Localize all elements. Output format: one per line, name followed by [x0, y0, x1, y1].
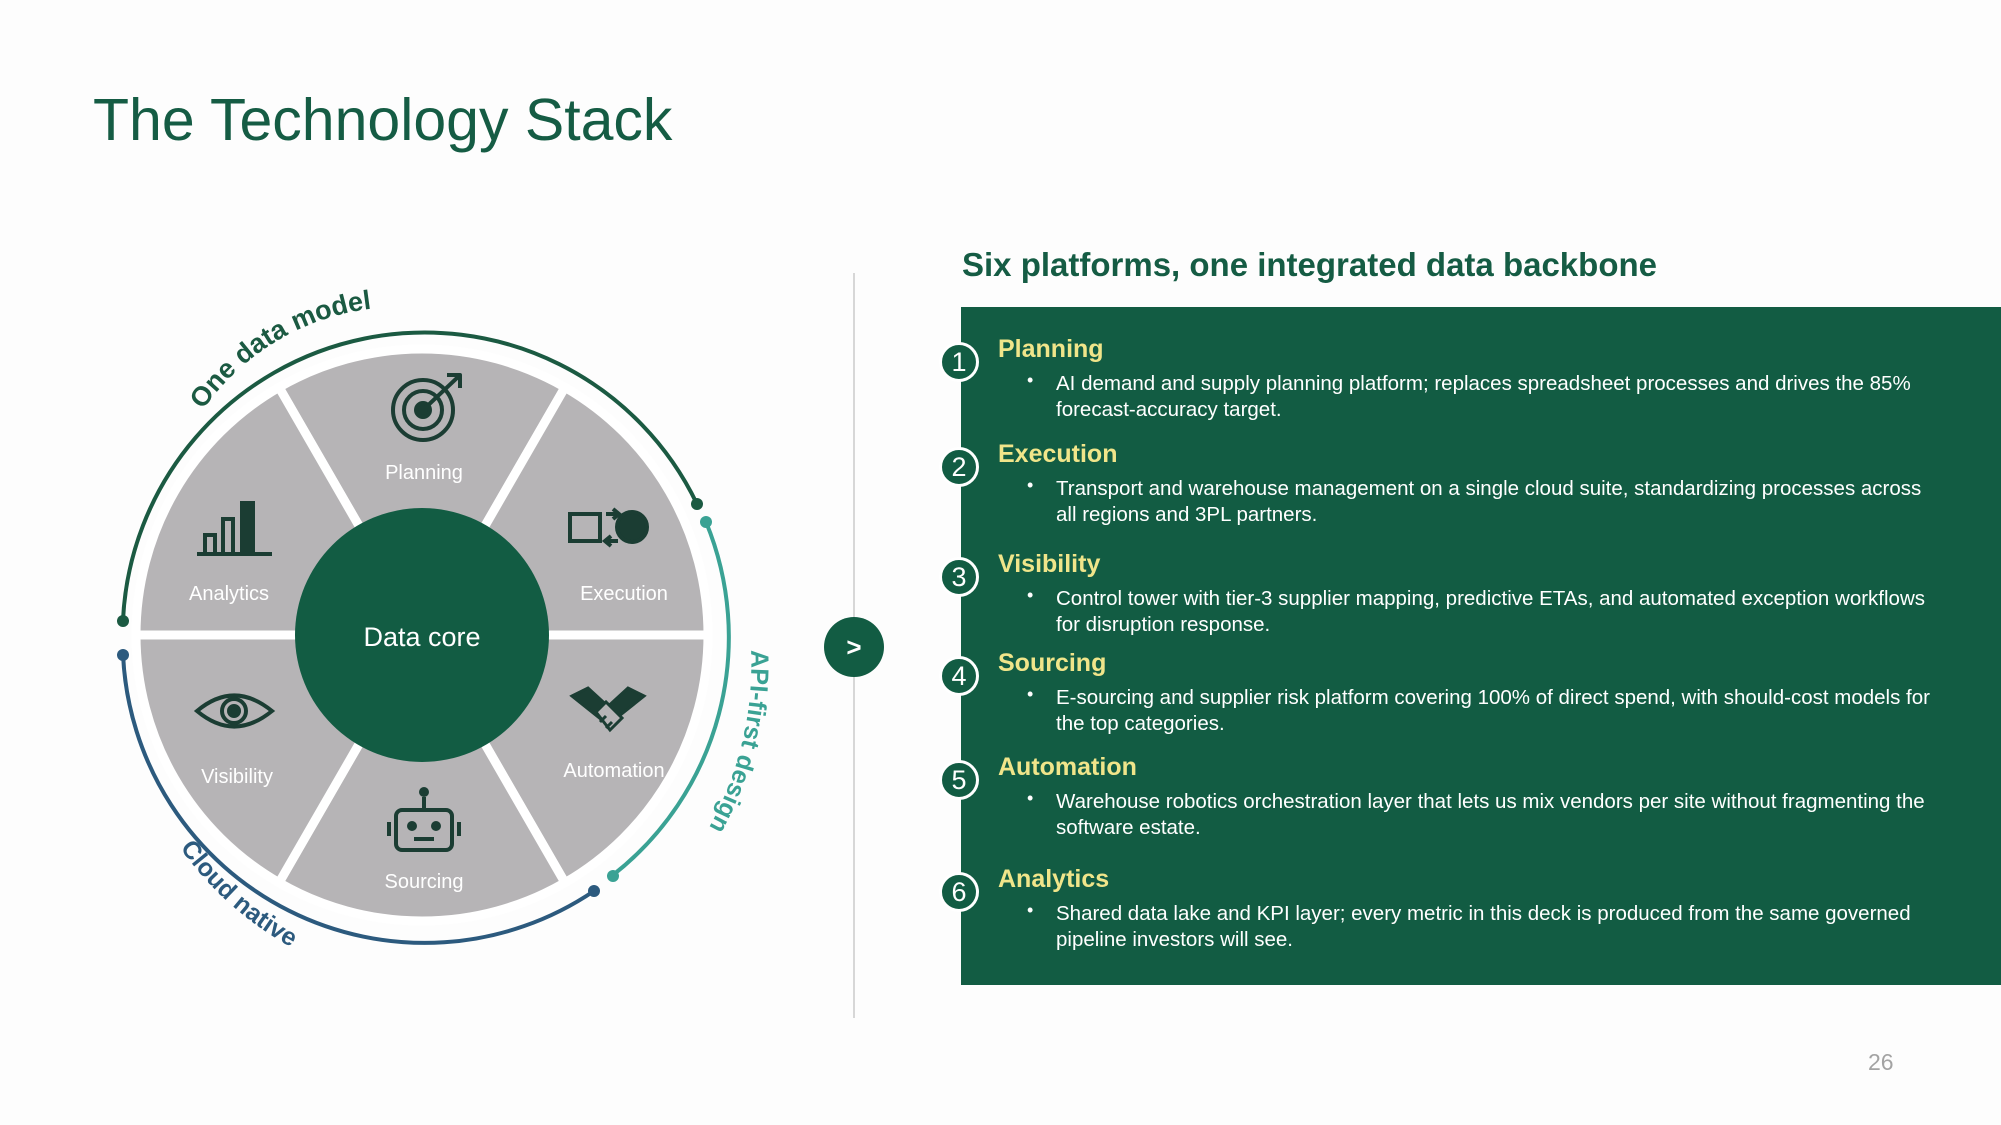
segment-label-visibility: Visibility [201, 766, 273, 788]
item-description: AI demand and supply planning platform; … [1056, 372, 1911, 421]
bullet-dot: • [1027, 900, 1034, 920]
item-title: Execution [998, 440, 1118, 468]
slide-title: The Technology Stack [93, 87, 673, 153]
handshake-icon [569, 686, 647, 733]
bullet-dot: • [1027, 684, 1034, 704]
item-description: Shared data lake and KPI layer; every me… [1056, 902, 1911, 951]
target-icon [391, 373, 462, 442]
item-number-badge: 4 [939, 656, 979, 696]
arc-api-first-design [611, 521, 731, 877]
panel-heading: Six platforms, one integrated data backb… [962, 246, 1657, 283]
arc-dot [117, 615, 129, 627]
segment-labels: Planning Execution Automation Sourcing V… [189, 462, 668, 893]
arc-dot [607, 870, 619, 882]
item-number-badge: 5 [939, 760, 979, 800]
data-core-label: Data core [363, 622, 480, 652]
bullet-dot: • [1027, 370, 1034, 390]
arc-dot [588, 885, 600, 897]
arc-dot [691, 498, 703, 510]
item-description: Warehouse robotics orchestration layer t… [1056, 790, 1925, 839]
segment-sourcing [274, 630, 570, 926]
robot-icon [387, 787, 461, 852]
segment-label-sourcing: Sourcing [385, 871, 464, 893]
page-number: 26 [1868, 1049, 1894, 1075]
segment-icons [193, 373, 649, 852]
item-title: Planning [998, 335, 1104, 363]
item-number-badge: 3 [939, 557, 979, 597]
item-number-badge: 1 [939, 342, 979, 382]
next-arrow-button[interactable]: > [824, 617, 884, 677]
item-number-badge: 2 [939, 447, 979, 487]
arc-cloud-native [121, 653, 596, 945]
item-number-badge: 6 [939, 872, 979, 912]
technology-wheel-diagram: One data model API-first design Cloud na… [117, 285, 774, 952]
arc-dot [117, 649, 129, 661]
segment-label-execution: Execution [580, 583, 668, 605]
eye-icon [193, 693, 276, 729]
item-title: Analytics [998, 865, 1110, 893]
platforms-panel: 1 Planning • AI demand and supply planni… [939, 307, 2001, 985]
bullet-dot: • [1027, 788, 1034, 808]
item-description: Control tower with tier-3 supplier mappi… [1056, 587, 1925, 636]
item-description: E-sourcing and supplier risk platform co… [1056, 686, 1930, 735]
arc-label-api-first-design: API-first design [704, 650, 774, 838]
bullet-dot: • [1027, 585, 1034, 605]
wheel-outer-arcs [117, 330, 731, 945]
arc-one-data-model [121, 330, 699, 621]
segment-label-analytics: Analytics [189, 583, 269, 605]
item-description: Transport and warehouse management on a … [1056, 477, 1922, 526]
item-title: Automation [998, 753, 1137, 781]
segment-label-automation: Automation [563, 760, 664, 782]
bullet-dot: • [1027, 475, 1034, 495]
segment-planning [274, 344, 570, 640]
arc-dot [700, 516, 712, 528]
segment-label-planning: Planning [385, 462, 463, 484]
data-core-circle [295, 508, 549, 762]
item-title: Sourcing [998, 649, 1107, 677]
item-title: Visibility [998, 550, 1101, 578]
transfer-icon [568, 507, 649, 548]
bar-chart-icon [197, 501, 272, 556]
